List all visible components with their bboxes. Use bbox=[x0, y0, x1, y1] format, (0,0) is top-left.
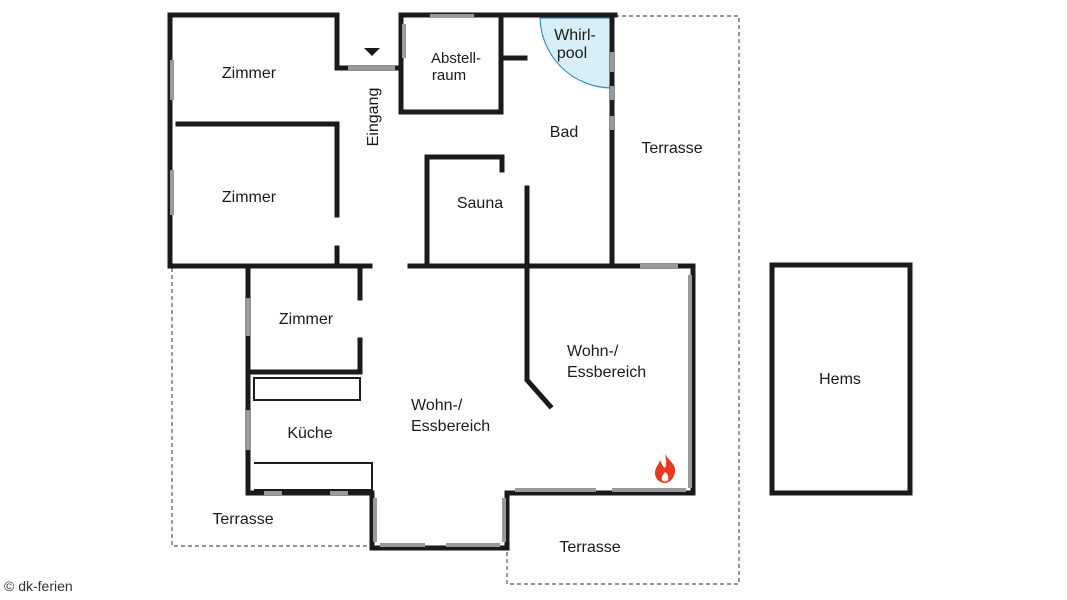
room-labels: Zimmer Zimmer Zimmer Eingang Abstell- ra… bbox=[212, 27, 702, 556]
label-whirlpool-1: Whirl- bbox=[554, 27, 596, 44]
label-terrasse-sw: Terrasse bbox=[212, 511, 273, 528]
label-bad: Bad bbox=[550, 124, 578, 141]
label-eingang: Eingang bbox=[365, 88, 382, 147]
label-hems: Hems bbox=[819, 371, 861, 388]
label-terrasse-south: Terrasse bbox=[559, 539, 620, 556]
label-abstellraum-2: raum bbox=[432, 67, 466, 84]
terrace-outlines bbox=[171, 15, 740, 585]
label-wohn-main-1: Wohn-/ bbox=[411, 397, 463, 414]
label-zimmer-3: Zimmer bbox=[279, 311, 334, 328]
label-zimmer-1: Zimmer bbox=[222, 65, 277, 82]
label-kueche: Küche bbox=[287, 425, 332, 442]
label-wohn-east-2: Essbereich bbox=[567, 364, 646, 381]
walls bbox=[167, 12, 696, 551]
entrance-arrow-icon bbox=[364, 48, 380, 56]
windows bbox=[170, 14, 692, 547]
label-zimmer-2: Zimmer bbox=[222, 189, 277, 206]
label-wohn-east-1: Wohn-/ bbox=[567, 343, 619, 360]
label-terrasse-east: Terrasse bbox=[641, 140, 702, 157]
fire-icon bbox=[655, 454, 676, 483]
copyright-notice: © dk-ferien bbox=[4, 578, 73, 594]
label-abstellraum-1: Abstell- bbox=[431, 50, 481, 67]
label-wohn-main-2: Essbereich bbox=[411, 418, 490, 435]
label-whirlpool-2: pool bbox=[557, 45, 587, 62]
label-sauna: Sauna bbox=[457, 195, 503, 212]
hems-block: Hems bbox=[769, 262, 913, 496]
